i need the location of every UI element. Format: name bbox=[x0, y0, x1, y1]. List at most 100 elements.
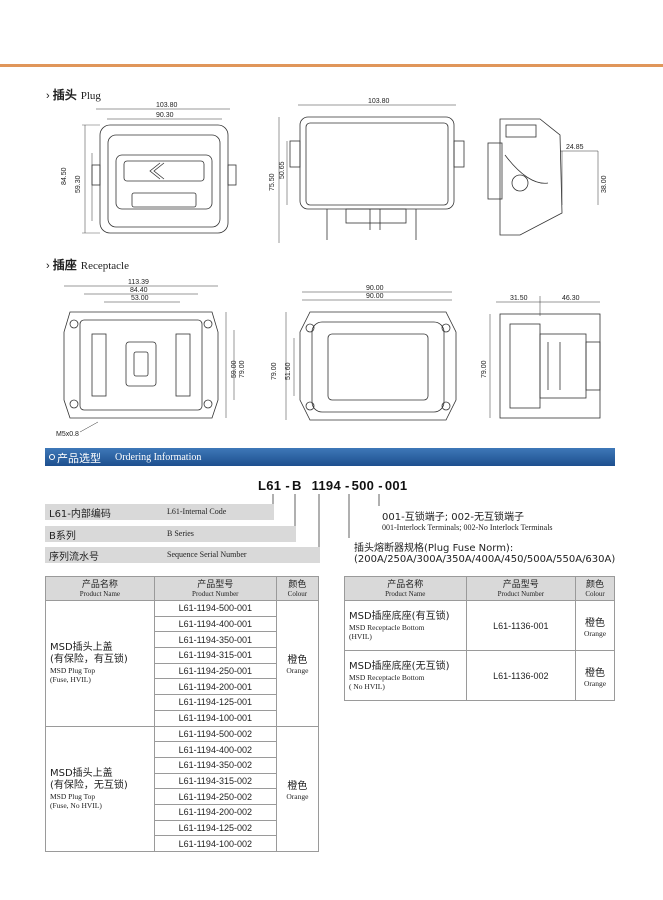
product-name-cell: MSD插座底座(无互锁) MSD Receptacle Bottom ( No … bbox=[344, 650, 467, 701]
plug-front-dims: 103.80 90.30 84.50 59.30 bbox=[61, 102, 178, 193]
dim-label: M5x0.8 bbox=[56, 431, 79, 438]
code-part: L61 bbox=[258, 478, 282, 493]
code-separator: - bbox=[285, 478, 290, 493]
product-number-cell: L61-1194-100-002 bbox=[153, 835, 277, 852]
table-row: MSD插头上盖 (有保险，无互锁) MSD Plug Top (Fuse, No… bbox=[45, 725, 320, 852]
product-number-cell: L61-1136-001 bbox=[465, 600, 577, 651]
leader-line bbox=[348, 494, 350, 538]
product-number-cell: L61-1194-125-002 bbox=[153, 819, 277, 837]
code-part: B bbox=[291, 478, 302, 493]
product-name-cell: MSD插座底座(有互锁) MSD Receptacle Bottom (HVIL… bbox=[344, 600, 467, 651]
dim-label: 84.50 bbox=[61, 167, 68, 185]
code-part: 1194 bbox=[311, 478, 341, 493]
product-number-cell: L61-1136-002 bbox=[465, 650, 577, 701]
product-number-cell: L61-1194-400-002 bbox=[153, 741, 277, 758]
leader-line bbox=[294, 494, 296, 532]
dim-label: 24.85 bbox=[566, 144, 584, 151]
dim-label: 90.00 bbox=[366, 293, 384, 300]
product-number-cell: L61-1194-315-001 bbox=[153, 647, 277, 664]
receptacle-rear-dims: 90.00 90.00 79.00 51.60 bbox=[271, 285, 384, 380]
code-part: 001 bbox=[384, 478, 408, 493]
dim-label: 79.00 bbox=[271, 362, 278, 380]
table-row: L61-1194-100-002 bbox=[46, 835, 319, 852]
table-row: MSD插座底座(有互锁) MSD Receptacle Bottom (HVIL… bbox=[344, 600, 615, 651]
product-number-cell: L61-1194-400-001 bbox=[153, 615, 277, 633]
receptacle-side-view bbox=[489, 296, 601, 419]
leader-line bbox=[378, 494, 380, 506]
product-number-cell: L61-1194-500-002 bbox=[153, 725, 277, 743]
product-number-cell: L61-1194-200-001 bbox=[153, 678, 277, 696]
product-number-cell: L61-1194-315-002 bbox=[153, 772, 277, 790]
legend-series: B系列 B Series bbox=[45, 526, 296, 542]
product-number-cell: L61-1194-200-002 bbox=[153, 803, 277, 821]
dim-label: 51.60 bbox=[285, 362, 292, 380]
chevron-right-icon: › bbox=[46, 260, 50, 272]
product-name-cell: MSD插头上盖 (有保险，有互锁) MSD Plug Top (Fuse, HV… bbox=[45, 600, 155, 727]
ordering-info-band: 产品选型 Ordering Information bbox=[45, 448, 615, 466]
receptacle-front-dims: 113.39 84.40 53.00 79.00 59.00 M5x0.8 bbox=[56, 279, 246, 438]
plug-end-dims: 24.85 38.00 bbox=[566, 144, 608, 193]
plug-drawings: 103.80 90.30 84.50 59.30 103.80 75.50 50… bbox=[61, 98, 608, 243]
dim-label: 59.00 bbox=[231, 360, 238, 378]
dim-label: 53.00 bbox=[131, 295, 149, 302]
dim-label: 90.30 bbox=[156, 112, 174, 119]
product-number-cell: L61-1194-250-002 bbox=[153, 788, 277, 805]
ordering-code: L61-B 1194-500-001 bbox=[258, 478, 409, 493]
table-row: MSD插座底座(无互锁) MSD Receptacle Bottom ( No … bbox=[344, 650, 615, 701]
top-accent-bar bbox=[0, 64, 663, 67]
dim-label: 50.65 bbox=[279, 161, 286, 179]
receptacle-side-dims: 31.50 46.30 79.00 bbox=[481, 295, 580, 378]
dim-label: 90.00 bbox=[366, 285, 384, 292]
plug-side-view bbox=[278, 104, 465, 243]
product-number-cell: L61-1194-250-001 bbox=[153, 662, 277, 680]
product-number-cell: L61-1194-125-001 bbox=[153, 694, 277, 711]
dim-label: 79.00 bbox=[239, 360, 246, 378]
product-name-cell: MSD插头上盖 (有保险，无互锁) MSD Plug Top (Fuse, No… bbox=[45, 725, 155, 852]
dim-label: 84.40 bbox=[130, 287, 148, 294]
code-separator: - bbox=[344, 478, 350, 493]
legend-serial-number: 序列流水号 Sequence Serial Number bbox=[45, 547, 320, 563]
code-separator: - bbox=[378, 478, 383, 493]
chevron-right-icon: › bbox=[46, 90, 50, 102]
dim-label: 103.80 bbox=[368, 98, 390, 105]
dim-label: 113.39 bbox=[128, 279, 149, 286]
receptacle-drawings: 113.39 84.40 53.00 79.00 59.00 M5x0.8 90… bbox=[56, 279, 601, 438]
dim-label: 79.00 bbox=[481, 360, 488, 378]
dim-label: 31.50 bbox=[510, 295, 528, 302]
dim-label: 103.80 bbox=[156, 102, 178, 109]
bullet-circle-icon bbox=[49, 454, 55, 460]
code-part: 500 bbox=[351, 478, 375, 493]
receptacle-front-view bbox=[63, 285, 235, 433]
dim-label: 59.30 bbox=[75, 175, 82, 193]
dim-label: 46.30 bbox=[562, 295, 580, 302]
product-number-cell: L61-1194-100-001 bbox=[153, 709, 277, 727]
legend-internal-code: L61-内部编码 L61-Internal Code bbox=[45, 504, 274, 520]
code-separator bbox=[306, 478, 310, 493]
product-number-cell: L61-1194-350-001 bbox=[153, 631, 277, 649]
table-row: MSD插头上盖 (有保险，有互锁) MSD Plug Top (Fuse, HV… bbox=[45, 600, 320, 727]
receptacle-rear-view bbox=[285, 291, 457, 421]
leader-line bbox=[272, 494, 274, 510]
dim-label: 38.00 bbox=[601, 175, 608, 193]
legend-fuse-norm: 插头熔断器规格(Plug Fuse Norm): (200A/250A/300A… bbox=[354, 543, 616, 565]
leader-line bbox=[318, 494, 320, 552]
plug-end-view bbox=[487, 118, 599, 236]
legend-terminals: 001-互锁端子; 002-无互锁端子 001-Interlock Termin… bbox=[382, 512, 553, 532]
plug-front-view bbox=[82, 108, 237, 234]
plug-side-dims: 103.80 75.50 50.65 bbox=[269, 98, 390, 191]
